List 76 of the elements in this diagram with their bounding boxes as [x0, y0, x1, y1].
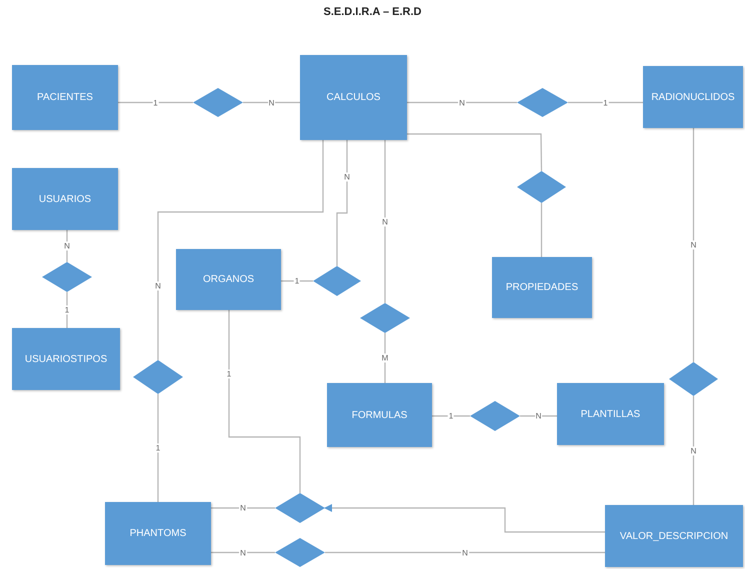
entity-name: PACIENTES [37, 92, 93, 103]
entity-box [12, 328, 120, 390]
relationship-diamond [42, 262, 92, 292]
entity-box [327, 383, 432, 447]
entity-name: USUARIOS [38, 194, 92, 204]
connector-line [157, 394, 159, 502]
entity-name: VALOR_DESCRIPCION [620, 530, 728, 542]
cardinality-label: 1 [226, 369, 232, 378]
entity-box [12, 65, 118, 130]
entity-box [605, 505, 743, 567]
diagram-title: S.E.D.I.R.A – E.R.D [322, 6, 422, 18]
relationship-diamond [193, 88, 243, 117]
connector-line [692, 396, 694, 505]
relationship-diamond [360, 303, 410, 333]
cardinality-label: N [63, 242, 71, 250]
cardinality-label: N [239, 504, 247, 512]
connector-line [520, 415, 557, 417]
entity-name: CALCULOS [326, 92, 380, 103]
connector-line [568, 102, 643, 104]
entity-box [557, 383, 664, 445]
cardinality-label: N [381, 217, 389, 226]
entity-name: PHANTOMS [130, 528, 186, 539]
cardinality-label: 1 [448, 412, 454, 420]
cardinality-label: N [239, 548, 247, 557]
cardinality-label: N [154, 282, 162, 290]
connector-line [325, 552, 605, 554]
cardinality-label: M [380, 354, 390, 362]
connector-line [384, 140, 386, 303]
connector-line [118, 102, 193, 104]
connector-line [432, 415, 470, 417]
entity-name: USUARIOSTIPOS [24, 354, 108, 364]
connector-line [692, 128, 694, 362]
relationship-diamond [470, 401, 520, 431]
connector-line [407, 133, 542, 171]
entity-name: RADIONUCLIDOS [651, 92, 735, 102]
cardinality-label: N [343, 172, 351, 181]
entity-name: FORMULAS [352, 410, 408, 420]
entity-name: ORGANOS [202, 274, 254, 285]
cardinality-label: 1 [64, 306, 70, 314]
connector-line [336, 140, 348, 266]
relationship-diamond [313, 266, 361, 296]
relationship-diamond [517, 88, 568, 117]
cardinality-label: 1 [154, 444, 162, 452]
relationship-diamond [133, 360, 183, 394]
relationship-diamond [517, 171, 566, 203]
connector-line [211, 552, 275, 554]
connector-line [211, 507, 275, 509]
cardinality-label: N [461, 548, 469, 557]
entity-box [492, 257, 592, 318]
connector-line [66, 230, 68, 262]
connector-line [243, 102, 300, 104]
connector-line [157, 140, 324, 360]
connector-line [324, 504, 605, 533]
cardinality-label: N [690, 446, 698, 455]
connector-line [407, 102, 517, 104]
connector-line [384, 333, 386, 383]
cardinality-label: 1 [294, 276, 300, 286]
connector-line [228, 310, 301, 493]
connector-line [281, 280, 313, 282]
entity-box [12, 168, 118, 230]
entity-box [176, 249, 281, 310]
cardinality-label: N [458, 98, 466, 107]
entity-box [105, 502, 211, 565]
entity-box [300, 55, 407, 140]
cardinality-label: 1 [602, 98, 609, 107]
connector-line [540, 203, 542, 257]
relationship-diamond [669, 362, 718, 396]
entity-name: PLANTILLAS [580, 408, 640, 420]
entity-name: PROPIEDADES [506, 282, 578, 293]
relationship-diamond [275, 493, 325, 523]
cardinality-label: N [690, 240, 698, 250]
cardinality-label: N [534, 412, 542, 420]
cardinality-label: 1 [152, 98, 159, 107]
cardinality-label: N [268, 98, 276, 107]
relationship-diamond [275, 538, 325, 567]
entity-box [643, 66, 743, 128]
